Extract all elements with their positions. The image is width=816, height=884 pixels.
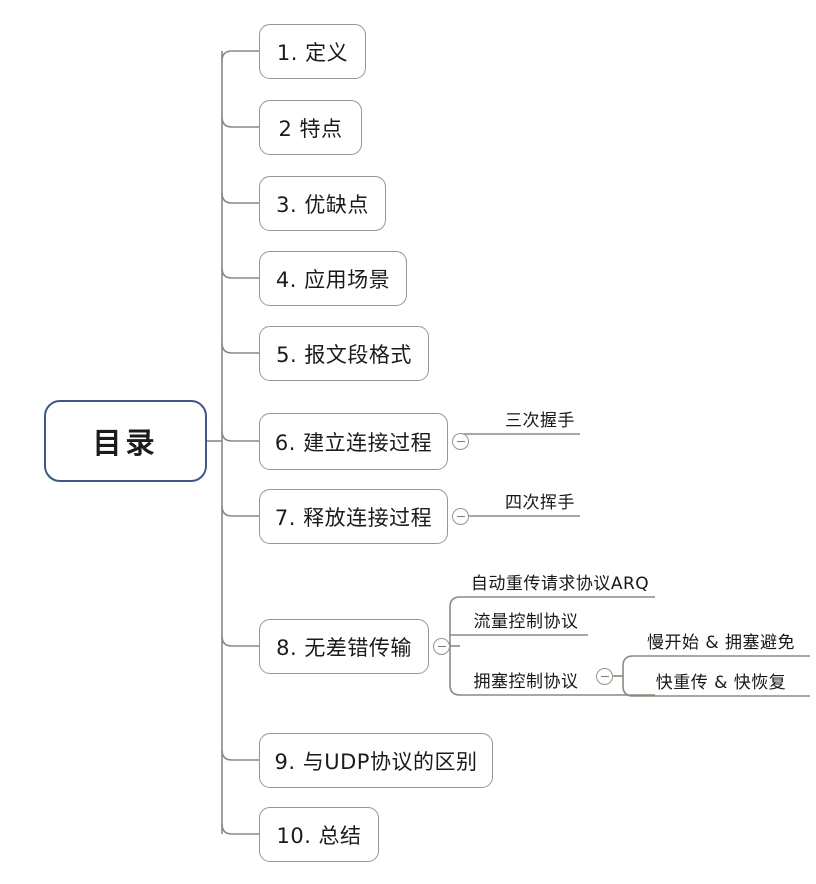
leaf-arq-label: 自动重传请求协议ARQ — [470, 574, 650, 594]
minus-icon — [456, 440, 465, 443]
leaf-slow-start[interactable]: 慢开始 & 拥塞避免 — [632, 626, 810, 656]
leaf-slow-start-label: 慢开始 & 拥塞避免 — [646, 633, 796, 653]
branch-node-10[interactable]: 10. 总结 — [259, 807, 379, 862]
collapse-toggle-branch-8[interactable] — [433, 638, 450, 655]
leaf-congestion-control[interactable]: 拥塞控制协议 — [462, 665, 590, 695]
leaf-three-way-handshake-label: 三次握手 — [505, 411, 575, 431]
branch-node-1-label: 1. 定义 — [276, 40, 349, 65]
branch-node-8-label: 8. 无差错传输 — [276, 635, 412, 660]
collapse-toggle-congestion-control[interactable] — [596, 668, 613, 685]
minus-icon — [600, 675, 609, 678]
branch-node-6-label: 6. 建立连接过程 — [274, 430, 433, 455]
leaf-congestion-control-label: 拥塞控制协议 — [473, 672, 579, 692]
branch-node-9-label: 9. 与UDP协议的区别 — [274, 749, 478, 774]
branch-node-4-label: 4. 应用场景 — [275, 267, 391, 292]
branch-node-8[interactable]: 8. 无差错传输 — [259, 619, 429, 674]
leaf-fast-retransmit[interactable]: 快重传 & 快恢复 — [632, 666, 810, 696]
branch-node-7[interactable]: 7. 释放连接过程 — [259, 489, 448, 544]
leaf-four-way-wavehand-label: 四次挥手 — [505, 493, 575, 513]
leaf-flow-control-label: 流量控制协议 — [473, 612, 579, 632]
branch-node-2[interactable]: 2 特点 — [259, 100, 362, 155]
leaf-fast-retransmit-label: 快重传 & 快恢复 — [655, 673, 787, 693]
leaf-arq[interactable]: 自动重传请求协议ARQ — [462, 567, 658, 597]
branch-node-5[interactable]: 5. 报文段格式 — [259, 326, 429, 381]
root-node[interactable]: 目录 — [44, 400, 207, 482]
leaf-three-way-handshake[interactable]: 三次握手 — [480, 404, 600, 434]
branch-node-10-label: 10. 总结 — [276, 823, 362, 848]
branch-node-7-label: 7. 释放连接过程 — [274, 505, 433, 530]
root-node-label: 目录 — [92, 426, 159, 460]
collapse-toggle-branch-7[interactable] — [452, 508, 469, 525]
leaf-flow-control[interactable]: 流量控制协议 — [462, 605, 590, 635]
branch-node-1[interactable]: 1. 定义 — [259, 24, 366, 79]
branch-node-6[interactable]: 6. 建立连接过程 — [259, 413, 448, 470]
branch-node-3[interactable]: 3. 优缺点 — [259, 176, 386, 231]
leaf-four-way-wavehand[interactable]: 四次挥手 — [480, 486, 600, 516]
branch-node-4[interactable]: 4. 应用场景 — [259, 251, 407, 306]
minus-icon — [456, 515, 465, 518]
collapse-toggle-branch-6[interactable] — [452, 433, 469, 450]
branch-node-5-label: 5. 报文段格式 — [276, 342, 412, 367]
branch-node-9[interactable]: 9. 与UDP协议的区别 — [259, 733, 493, 788]
minus-icon — [437, 645, 446, 648]
branch-node-2-label: 2 特点 — [278, 116, 343, 141]
branch-node-3-label: 3. 优缺点 — [276, 192, 369, 217]
